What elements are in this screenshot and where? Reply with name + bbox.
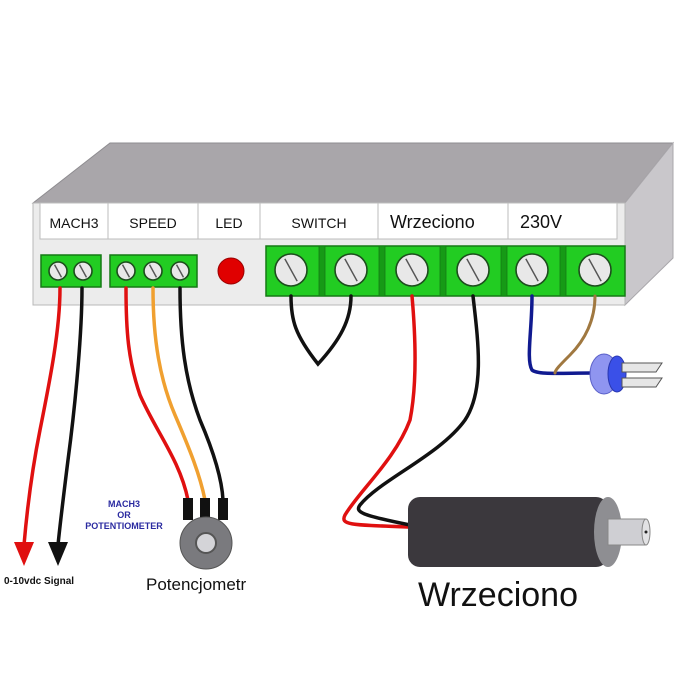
wire-switch-loop [289,294,353,367]
main-terminal-block [265,245,626,297]
wire-speed-orange [151,286,207,502]
wire-230v-brown [553,294,597,375]
screw-slot [405,258,419,282]
screw-slot [53,264,63,278]
header-label-mach3: MACH3 [49,215,98,231]
box-top [31,142,675,204]
header-label-wrzeciono: Wrzeciono [390,212,475,232]
label-strip [39,202,618,240]
mach3-or-potentiometer-annotation: MACH3 OR POTENTIOMETER [85,499,163,531]
terminal-divider [500,245,508,297]
speed-terminal [109,254,198,288]
arrow-black-icon [48,542,68,566]
terminal-divider [378,245,386,297]
annotation-line-2: OR [117,510,131,520]
wire-mach3-black [56,286,84,547]
wire-mach3-red [22,286,62,547]
mach3-terminal [40,254,102,288]
screw-slot [588,258,602,282]
screw-slot [344,258,358,282]
header-label-speed: SPEED [129,215,176,231]
terminal-divider [439,245,447,297]
header-label-led: LED [215,215,242,231]
wires [14,286,597,566]
terminal-divider [559,245,567,297]
power-plug-icon [589,353,663,395]
screw-slot [175,264,185,278]
spindle-motor-icon [408,497,651,567]
annotation-line-1: MACH3 [108,499,140,509]
screw-slot [284,258,298,282]
header-label-230v: 230V [520,212,562,232]
screw-slot [148,264,158,278]
annotation-line-3: POTENTIOMETER [85,521,163,531]
led-indicator [217,257,245,285]
wire-spindle-black [356,294,481,527]
wire-speed-red [124,286,190,502]
screw-slot [525,258,539,282]
wire-speed-black [178,286,225,502]
screw-slot [121,264,131,278]
screw-slot [78,264,88,278]
header-label-switch: SWITCH [291,215,346,231]
controller-box: MACH3 SPEED LED SWITCH Wrzeciono 230V [31,141,675,307]
potentiometer-icon [179,498,233,570]
signal-label: 0-10vdc Signal [4,576,74,587]
screw-slot [466,258,480,282]
spindle-label: Wrzeciono [418,576,578,614]
arrow-red-icon [14,542,34,566]
terminal-divider [318,245,326,297]
wire-230v-blue [527,294,597,376]
potentiometer-label: Potencjometr [146,575,246,594]
wire-spindle-red [342,294,417,529]
